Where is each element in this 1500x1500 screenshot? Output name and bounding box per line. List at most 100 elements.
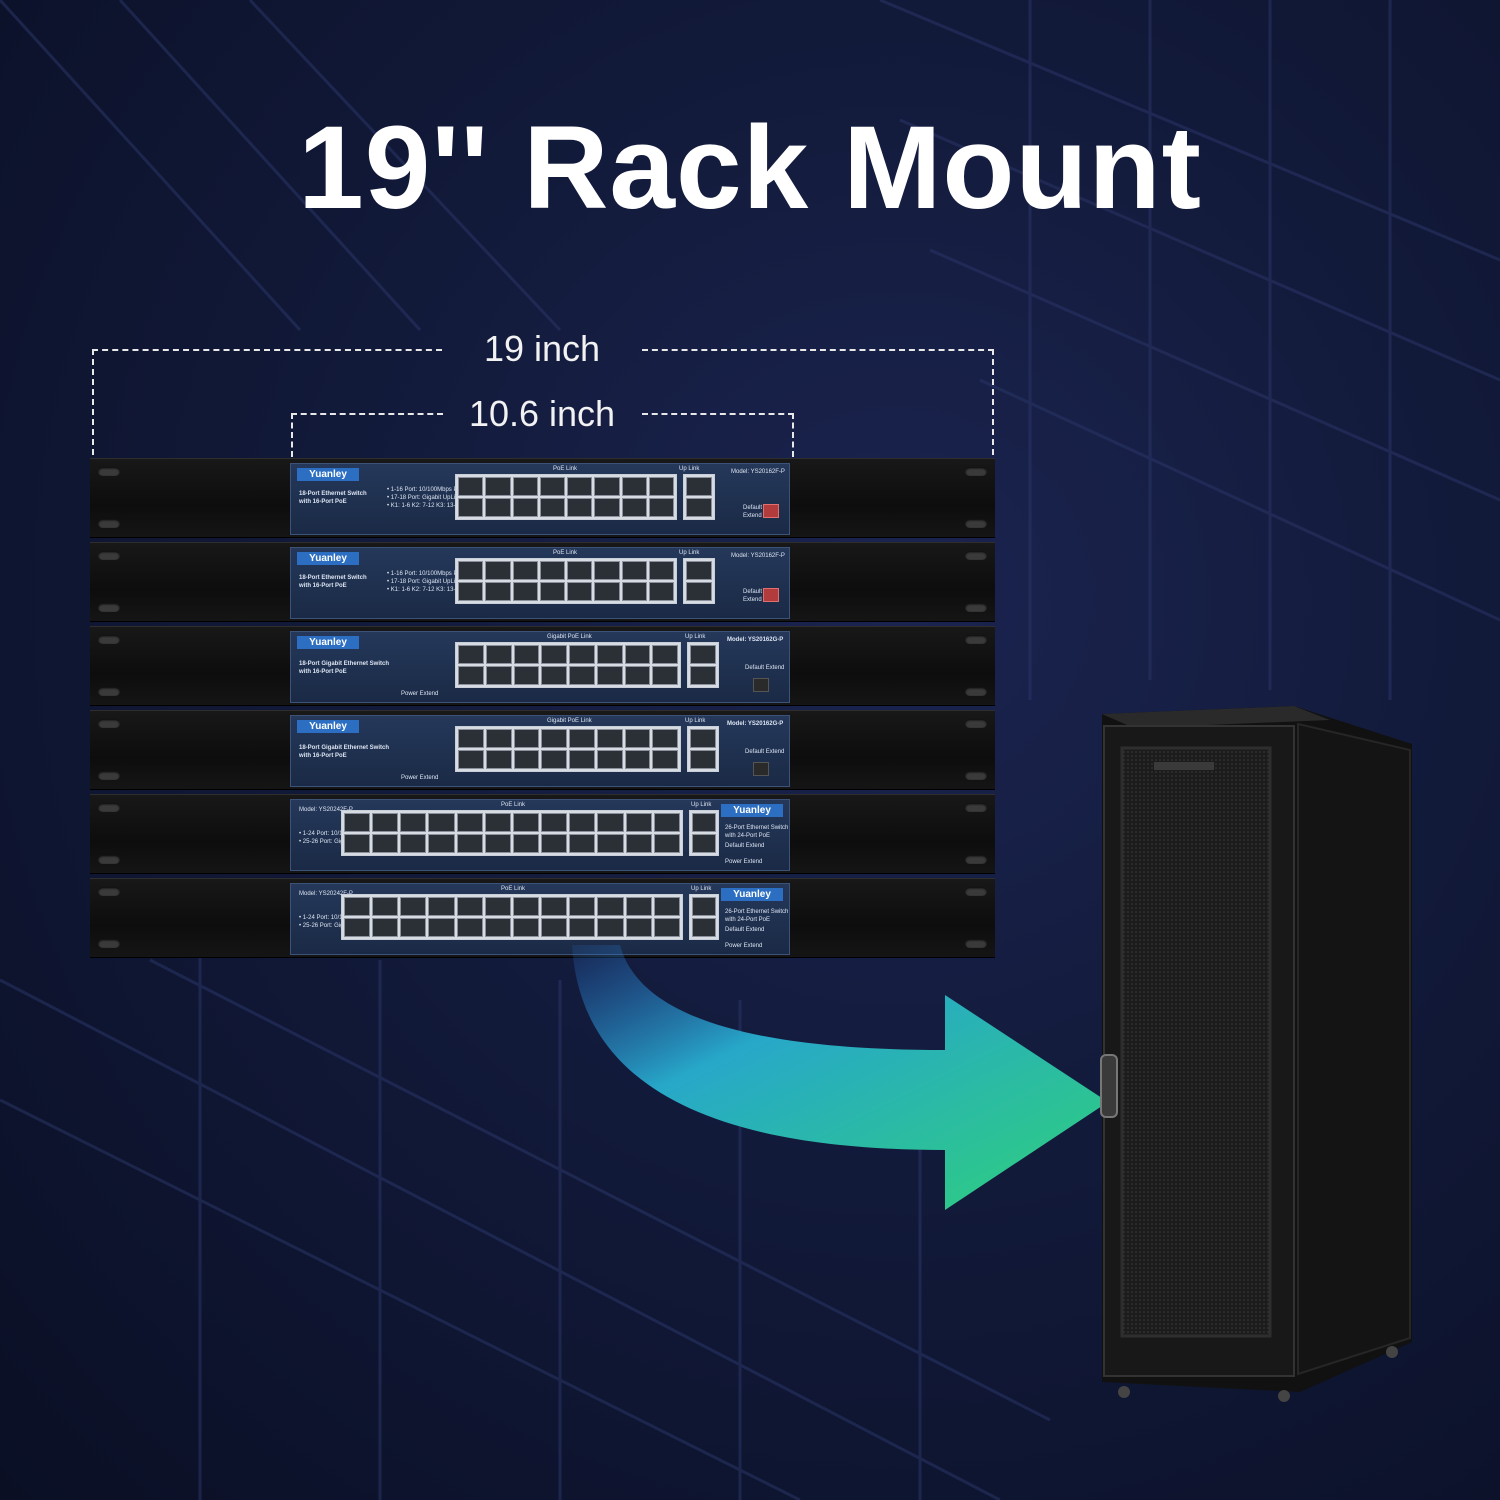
ethernet-port[interactable]	[569, 666, 595, 685]
ethernet-port[interactable]	[569, 918, 596, 937]
uplink-port[interactable]	[690, 750, 716, 769]
ethernet-port[interactable]	[648, 582, 674, 601]
ethernet-port[interactable]	[484, 834, 511, 853]
ethernet-port[interactable]	[541, 897, 568, 916]
mode-switch[interactable]	[753, 762, 769, 776]
ethernet-port[interactable]	[512, 897, 540, 916]
uplink-port[interactable]	[692, 834, 716, 853]
ethernet-port[interactable]	[372, 813, 399, 832]
ethernet-port[interactable]	[621, 477, 647, 496]
ethernet-port[interactable]	[569, 813, 596, 832]
ethernet-port[interactable]	[400, 897, 427, 916]
ethernet-port[interactable]	[344, 918, 371, 937]
ethernet-port[interactable]	[597, 813, 624, 832]
ethernet-port[interactable]	[567, 561, 593, 580]
ethernet-port[interactable]	[512, 498, 538, 517]
ethernet-port[interactable]	[428, 834, 455, 853]
ethernet-port[interactable]	[594, 498, 620, 517]
ethernet-port[interactable]	[539, 498, 565, 517]
ethernet-port[interactable]	[569, 897, 596, 916]
ethernet-port[interactable]	[567, 498, 593, 517]
ethernet-port[interactable]	[458, 498, 484, 517]
ethernet-port[interactable]	[344, 834, 371, 853]
ethernet-port[interactable]	[596, 666, 623, 685]
ethernet-port[interactable]	[648, 498, 674, 517]
ethernet-port[interactable]	[652, 666, 678, 685]
uplink-port[interactable]	[692, 918, 716, 937]
ethernet-port[interactable]	[372, 918, 399, 937]
ethernet-port[interactable]	[512, 561, 538, 580]
ethernet-port[interactable]	[372, 834, 399, 853]
ethernet-port[interactable]	[653, 813, 680, 832]
ethernet-port[interactable]	[541, 918, 568, 937]
ethernet-port[interactable]	[596, 729, 623, 748]
dip-switch[interactable]	[763, 504, 779, 518]
ethernet-port[interactable]	[456, 834, 483, 853]
ethernet-port[interactable]	[567, 477, 593, 496]
ethernet-port[interactable]	[569, 834, 596, 853]
ethernet-port[interactable]	[512, 813, 540, 832]
dip-switch[interactable]	[763, 588, 779, 602]
ethernet-port[interactable]	[512, 582, 538, 601]
ethernet-port[interactable]	[485, 582, 511, 601]
ethernet-port[interactable]	[625, 918, 652, 937]
ethernet-port[interactable]	[541, 750, 567, 769]
ethernet-port[interactable]	[428, 813, 455, 832]
ethernet-port[interactable]	[485, 561, 511, 580]
uplink-port[interactable]	[686, 498, 712, 517]
ethernet-port[interactable]	[653, 897, 680, 916]
ethernet-port[interactable]	[539, 582, 565, 601]
ethernet-port[interactable]	[569, 729, 595, 748]
ethernet-port[interactable]	[513, 750, 540, 769]
ethernet-port[interactable]	[625, 813, 652, 832]
uplink-port[interactable]	[686, 561, 712, 580]
mode-switch[interactable]	[753, 678, 769, 692]
ethernet-port[interactable]	[484, 813, 511, 832]
ethernet-port[interactable]	[456, 813, 483, 832]
ethernet-port[interactable]	[541, 729, 567, 748]
ethernet-port[interactable]	[372, 897, 399, 916]
ethernet-port[interactable]	[624, 645, 651, 664]
uplink-port[interactable]	[686, 582, 712, 601]
ethernet-port[interactable]	[621, 582, 647, 601]
ethernet-port[interactable]	[597, 834, 624, 853]
ethernet-port[interactable]	[594, 477, 620, 496]
uplink-port[interactable]	[692, 897, 716, 916]
ethernet-port[interactable]	[513, 729, 540, 748]
ethernet-port[interactable]	[653, 918, 680, 937]
ethernet-port[interactable]	[484, 918, 511, 937]
ethernet-port[interactable]	[624, 750, 651, 769]
ethernet-port[interactable]	[597, 897, 624, 916]
ethernet-port[interactable]	[485, 666, 512, 685]
ethernet-port[interactable]	[597, 918, 624, 937]
uplink-port[interactable]	[690, 645, 716, 664]
uplink-port[interactable]	[686, 477, 712, 496]
ethernet-port[interactable]	[485, 750, 512, 769]
ethernet-port[interactable]	[569, 750, 595, 769]
ethernet-port[interactable]	[456, 897, 483, 916]
ethernet-port[interactable]	[458, 477, 484, 496]
ethernet-port[interactable]	[648, 477, 674, 496]
ethernet-port[interactable]	[596, 750, 623, 769]
ethernet-port[interactable]	[485, 477, 511, 496]
ethernet-port[interactable]	[485, 729, 512, 748]
ethernet-port[interactable]	[400, 834, 427, 853]
ethernet-port[interactable]	[484, 897, 511, 916]
ethernet-port[interactable]	[539, 477, 565, 496]
ethernet-port[interactable]	[428, 897, 455, 916]
ethernet-port[interactable]	[428, 918, 455, 937]
ethernet-port[interactable]	[344, 897, 371, 916]
ethernet-port[interactable]	[458, 666, 484, 685]
ethernet-port[interactable]	[513, 666, 540, 685]
ethernet-port[interactable]	[458, 750, 484, 769]
ethernet-port[interactable]	[596, 645, 623, 664]
ethernet-port[interactable]	[652, 645, 678, 664]
ethernet-port[interactable]	[458, 729, 484, 748]
ethernet-port[interactable]	[458, 582, 484, 601]
ethernet-port[interactable]	[541, 813, 568, 832]
ethernet-port[interactable]	[569, 645, 595, 664]
ethernet-port[interactable]	[456, 918, 483, 937]
ethernet-port[interactable]	[541, 645, 567, 664]
ethernet-port[interactable]	[539, 561, 565, 580]
ethernet-port[interactable]	[344, 813, 371, 832]
